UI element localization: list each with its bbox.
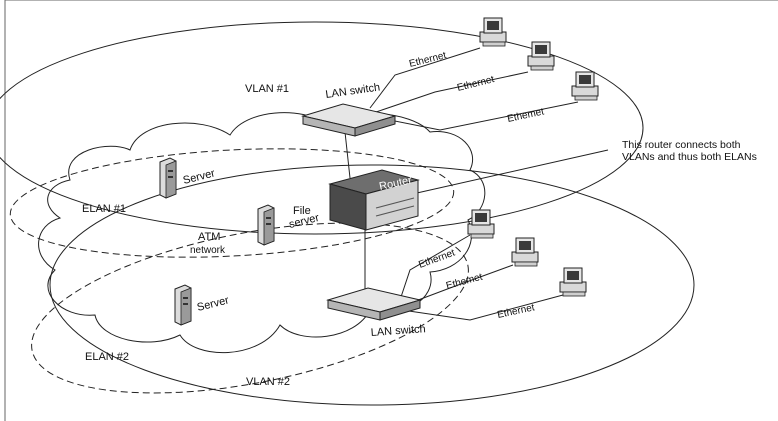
- file-server-label-line1: File: [293, 205, 311, 217]
- lan-switch-icon: [301, 103, 397, 137]
- computer-icon: [527, 41, 555, 71]
- ethernet-cable-top-1: [369, 47, 481, 109]
- atm-network-label-line1: ATM: [198, 231, 220, 243]
- ethernet-cable-bottom-1: [399, 234, 471, 301]
- ethernet-label-bottom-1: Ethernet: [417, 247, 456, 270]
- computer-icon: [467, 209, 495, 239]
- file-server-icon: [257, 204, 275, 246]
- server-bottom-label: Server: [196, 294, 231, 314]
- ethernet-cable-top-3: [379, 101, 579, 131]
- ethernet-cable-bottom-3: [401, 294, 564, 321]
- atm-network-label-line2: network: [190, 245, 226, 256]
- vlan1-label: VLAN #1: [245, 83, 289, 95]
- vlan2-ellipse: [49, 164, 695, 406]
- elan2-ellipse: [31, 222, 469, 394]
- lan-switch-bottom-label: LAN switch: [370, 323, 426, 339]
- lan-switch-top-label: LAN switch: [325, 81, 381, 101]
- computer-icon: [479, 17, 507, 47]
- annotation-line2: VLANs and thus both ELANs: [622, 151, 757, 163]
- ethernet-label-top-1: Ethernet: [408, 50, 448, 70]
- ethernet-label-bottom-2: Ethemet: [445, 272, 484, 292]
- vlan2-label: VLAN #2: [246, 376, 290, 388]
- computer-icon: [571, 71, 599, 101]
- server-icon: [174, 284, 192, 326]
- ethernet-cable-bottom-2: [404, 264, 514, 306]
- ethernet-cable-top-2: [375, 71, 529, 113]
- elan1-label: ELAN #1: [82, 203, 126, 215]
- annotation-line1: This router connects both: [622, 139, 741, 151]
- atm-network-cloud: [38, 112, 486, 354]
- ethernet-label-top-3: Ethemet: [506, 106, 545, 125]
- computer-icon: [511, 237, 539, 267]
- server-icon: [159, 157, 177, 199]
- vlan1-ellipse: [0, 21, 644, 235]
- elan2-label: ELAN #2: [85, 351, 129, 363]
- ethernet-label-bottom-3: Ethernet: [496, 302, 535, 321]
- ethernet-label-top-2: Ethernet: [456, 74, 496, 94]
- computer-icon: [559, 267, 587, 297]
- router-uplink-top: [344, 131, 351, 179]
- lan-switch-icon: [326, 287, 422, 321]
- elan1-ellipse: [9, 148, 455, 258]
- router-icon: [328, 169, 420, 231]
- annotation-leader-line: [407, 149, 609, 196]
